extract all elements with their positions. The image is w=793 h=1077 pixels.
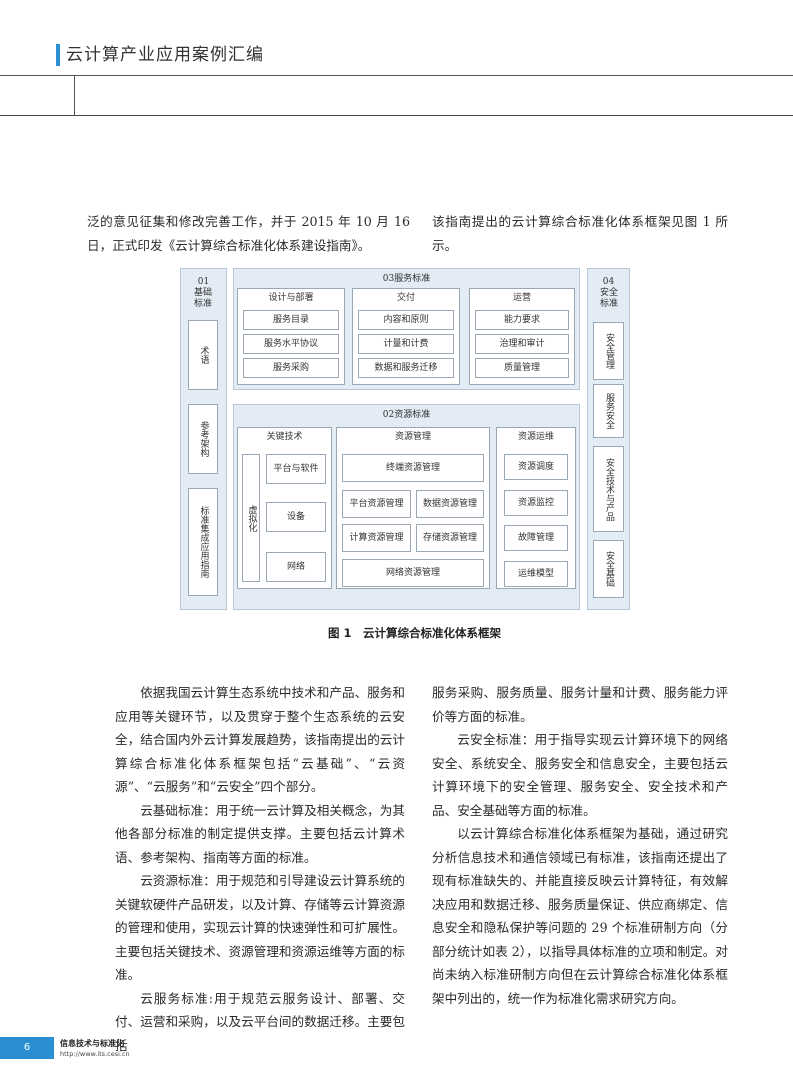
header-rule [0, 75, 793, 76]
paragraph: 服务采购、服务质量、服务计量和计费、服务能力评价等方面的标准。 [432, 685, 728, 724]
paragraph: 以云计算综合标准化体系框架为基础，通过研究分析信息技术和通信领域已有标准，该指南… [432, 826, 728, 1006]
resource-ops-scheduling: 资源调度 [504, 454, 568, 480]
security-standards-number: 04 [602, 277, 615, 287]
resource-ops-model: 运维模型 [504, 561, 568, 587]
running-header-title: 云计算产业应用案例汇编 [66, 45, 264, 65]
resource-key-tech-title: 关键技术 [266, 432, 303, 442]
framework-figure: 01 基础标准 术语 参考架构 标准集成应用指南 03服务标准 设计与部署 服务… [180, 268, 631, 612]
security-item-foundation: 安全基础 [593, 540, 624, 598]
security-item-service: 服务安全 [593, 384, 624, 438]
resource-mgmt-storage: 存储资源管理 [416, 524, 484, 552]
basic-standards-title: 基础标准 [193, 288, 212, 309]
paragraph: 云基础标准：用于统一云计算及相关概念，为其他各部分标准的制定提供支撑。主要包括云… [115, 802, 405, 865]
resource-standards-title: 02资源标准 [382, 410, 431, 420]
service-group-design-title: 设计与部署 [268, 293, 314, 303]
basic-item-reference-architecture: 参考架构 [188, 404, 218, 474]
service-item-quality: 质量管理 [475, 358, 569, 378]
resource-mgmt-data: 数据资源管理 [416, 490, 484, 518]
resource-mgmt-network: 网络资源管理 [342, 559, 484, 587]
footer-journal-title: 信息技术与标准化 [60, 1039, 124, 1048]
security-item-management: 安全管理 [593, 322, 624, 380]
basic-standards-number: 01 [197, 277, 210, 287]
service-item-catalog: 服务目录 [243, 310, 339, 330]
security-standards-title: 安全标准 [599, 288, 618, 309]
service-group-delivery-title: 交付 [396, 293, 415, 303]
paragraph: 依据我国云计算生态系统中技术和产品、服务和应用等关键环节，以及贯穿于整个生态系统… [115, 685, 405, 794]
security-item-tech-products: 安全技术与产品 [593, 446, 624, 532]
resource-item-device: 设备 [266, 502, 326, 532]
paragraph: 云安全标准：用于指导实现云计算环境下的网络安全、系统安全、服务安全和信息安全，主… [432, 732, 728, 818]
service-item-sla: 服务水平协议 [243, 334, 339, 354]
header-vertical-rule [74, 75, 75, 116]
paragraph: 云服务标准:用于规范云服务设计、部署、交付、运营和采购，以及云平台间的数据迁移。… [115, 990, 405, 1053]
resource-virtualization: 虚拟化 [242, 454, 260, 582]
service-standards-title: 03服务标准 [382, 274, 431, 284]
resource-item-network: 网络 [266, 552, 326, 582]
resource-item-platform-software: 平台与软件 [266, 454, 326, 484]
resource-mgmt-compute: 计算资源管理 [342, 524, 411, 552]
service-item-content-principles: 内容和原则 [358, 310, 454, 330]
service-item-capability: 能力要求 [475, 310, 569, 330]
header-accent-bar [56, 44, 60, 66]
service-item-governance-audit: 治理和审计 [475, 334, 569, 354]
paragraph: 云资源标准：用于规范和引导建设云计算系统的关键软硬件产品研发，以及计算、存储等云… [115, 873, 405, 982]
basic-item-integration-guide: 标准集成应用指南 [188, 488, 218, 596]
resource-ops-title: 资源运维 [517, 432, 554, 442]
resource-ops-monitoring: 资源监控 [504, 490, 568, 516]
body-right-column: 服务采购、服务质量、服务计量和计费、服务能力评价等方面的标准。 云安全标准：用于… [432, 681, 728, 1010]
basic-item-terms: 术语 [188, 320, 218, 390]
page-number: 6 [23, 1042, 31, 1053]
service-item-procurement: 服务采购 [243, 358, 339, 378]
footer-page-tab [0, 1037, 54, 1059]
service-item-data-migration: 数据和服务迁移 [358, 358, 454, 378]
service-item-metering-billing: 计量和计费 [358, 334, 454, 354]
resource-mgmt-platform: 平台资源管理 [342, 490, 411, 518]
service-group-operation-title: 运营 [512, 293, 531, 303]
body-left-column: 依据我国云计算生态系统中技术和产品、服务和应用等关键环节，以及贯穿于整个生态系统… [115, 681, 405, 1057]
top-text-right: 该指南提出的云计算综合标准化体系框架见图 1 所示。 [432, 214, 728, 253]
resource-mgmt-title: 资源管理 [394, 432, 431, 442]
top-text-left: 泛的意见征集和修改完善工作，并于 2015 年 10 月 16 日，正式印发《云… [87, 214, 410, 253]
footer-url: http://www.its.cesi.cn [60, 1050, 130, 1058]
resource-mgmt-terminal: 终端资源管理 [342, 454, 484, 482]
header-rule-lower [0, 115, 793, 116]
resource-ops-fault: 故障管理 [504, 525, 568, 551]
figure-caption: 图 1 云计算综合标准化体系框架 [328, 626, 502, 640]
